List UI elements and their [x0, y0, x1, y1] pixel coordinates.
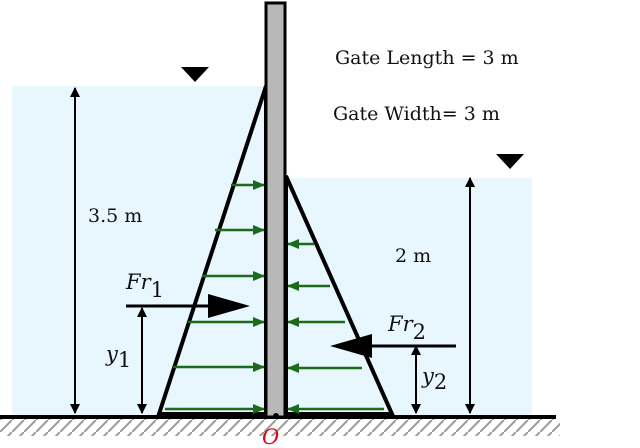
right-pressure-arrows [287, 239, 384, 414]
left-free-surface-marker [181, 67, 209, 82]
fr2-symbol: Fr [387, 312, 415, 336]
y1-label: y1 [105, 342, 131, 372]
y2-label: y2 [421, 364, 447, 394]
fr2-arrowhead [330, 334, 372, 358]
origin-label: O [262, 425, 279, 448]
y1-subscript: 1 [118, 348, 131, 372]
left-depth-label: 3.5 m [88, 205, 142, 227]
fr1-symbol: Fr [125, 270, 153, 294]
left-pressure-arrows [165, 180, 265, 414]
fr1-subscript: 1 [151, 278, 164, 302]
ground-hatch [0, 418, 560, 436]
fr2-subscript: 2 [413, 320, 426, 344]
y2-subscript: 2 [434, 370, 447, 394]
gate-width-text: Gate Width= 3 m [333, 103, 500, 125]
gate-length-text: Gate Length = 3 m [335, 47, 519, 69]
fr2-label: Fr2 [387, 312, 426, 344]
right-free-surface-marker [496, 154, 524, 169]
origin-point [273, 413, 279, 419]
fr1-arrowhead [208, 294, 250, 318]
fr1-label: Fr1 [125, 270, 164, 302]
right-water [286, 178, 532, 416]
right-depth-label: 2 m [395, 245, 431, 267]
y2-symbol: y [421, 364, 435, 388]
y1-symbol: y [105, 342, 119, 366]
gate-post [264, 1, 287, 419]
